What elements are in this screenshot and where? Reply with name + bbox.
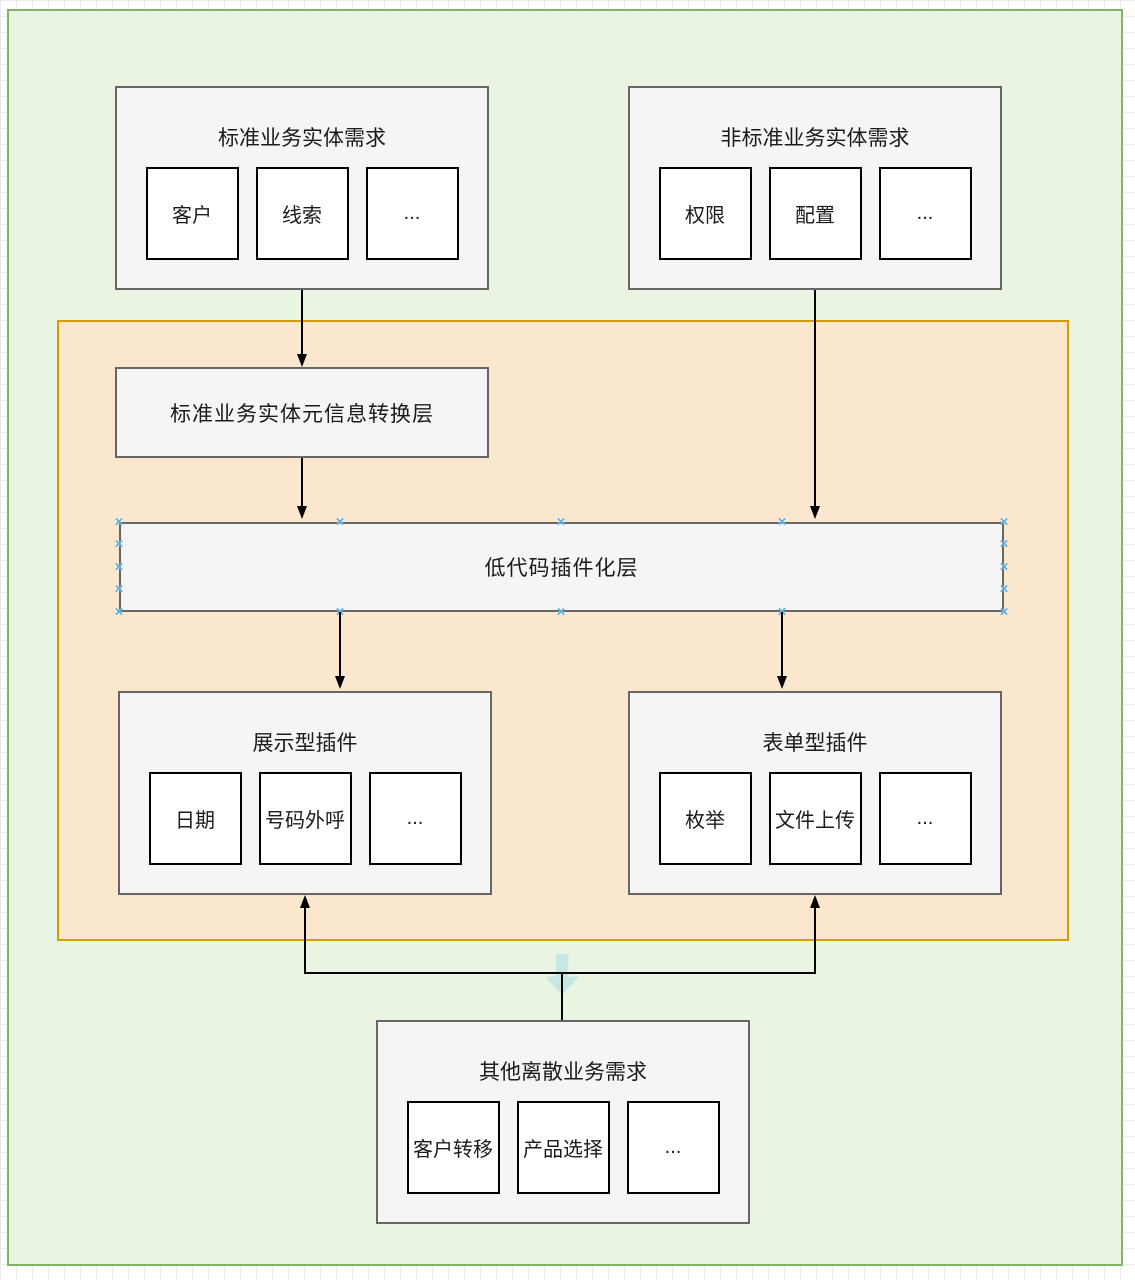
cell-standard-ellipsis[interactable]: ... [365, 167, 459, 260]
group-form-title: 表单型插件 [762, 732, 868, 755]
cell-other-ellipsis[interactable]: ... [626, 1101, 720, 1194]
connection-point-icon[interactable]: × [999, 558, 1009, 576]
arrowhead-down-icon [297, 354, 307, 367]
cell-product-select-label: 产品选择 [523, 1139, 603, 1161]
connector-line [814, 290, 816, 507]
cell-nonstandard-ellipsis[interactable]: ... [878, 167, 972, 260]
cell-enum[interactable]: 枚举 [658, 772, 752, 865]
group-nonstandard-requirements[interactable]: 非标准业务实体需求 权限 配置 ... [628, 86, 1002, 290]
group-standard-requirements[interactable]: 标准业务实体需求 客户 线索 ... [115, 86, 489, 290]
cell-permission-label: 权限 [685, 205, 725, 227]
cell-config[interactable]: 配置 [768, 167, 862, 260]
cell-lead-label: 线索 [282, 205, 322, 227]
connection-point-icon[interactable]: × [777, 513, 787, 531]
cell-file-upload[interactable]: 文件上传 [768, 772, 862, 865]
connection-point-icon[interactable]: × [999, 513, 1009, 531]
arrowhead-up-icon [300, 895, 310, 908]
cell-product-select[interactable]: 产品选择 [516, 1101, 610, 1194]
connector-line [301, 458, 303, 507]
connection-point-icon[interactable]: × [999, 580, 1009, 598]
cell-form-ellipsis-label: ... [916, 807, 934, 829]
group-other-requirements[interactable]: 其他离散业务需求 客户转移 产品选择 ... [376, 1020, 750, 1224]
cell-customer-transfer-label: 客户转移 [413, 1139, 493, 1161]
arrowhead-down-icon [335, 676, 345, 689]
connector-line [304, 972, 816, 974]
arrowhead-down-icon [810, 506, 820, 519]
group-other-cells: 客户转移 产品选择 ... [378, 1101, 748, 1194]
group-standard-cells: 客户 线索 ... [117, 167, 487, 260]
cell-customer[interactable]: 客户 [145, 167, 239, 260]
connection-point-icon[interactable]: × [335, 513, 345, 531]
group-form-cells: 枚举 文件上传 ... [630, 772, 1000, 865]
arrowhead-down-icon [777, 676, 787, 689]
cell-permission[interactable]: 权限 [658, 167, 752, 260]
connection-point-icon[interactable]: × [114, 513, 124, 531]
cell-outbound-call[interactable]: 号码外呼 [258, 772, 352, 865]
group-standard-title: 标准业务实体需求 [218, 127, 386, 150]
connection-point-icon[interactable]: × [999, 535, 1009, 553]
group-nonstandard-title: 非标准业务实体需求 [720, 127, 910, 150]
cell-outbound-call-label: 号码外呼 [265, 810, 345, 832]
connector-line [561, 973, 563, 1020]
group-display-cells: 日期 号码外呼 ... [120, 772, 490, 865]
connection-point-icon[interactable]: × [556, 513, 566, 531]
cell-config-label: 配置 [795, 205, 835, 227]
connection-point-icon[interactable]: × [999, 603, 1009, 621]
arrowhead-up-icon [810, 895, 820, 908]
lowcode-layer-label: 低代码插件化层 [484, 557, 639, 580]
box-lowcode-plugin-layer[interactable]: 低代码插件化层 [119, 522, 1004, 612]
box-conversion-layer[interactable]: 标准业务实体元信息转换层 [115, 367, 489, 458]
group-display-plugins[interactable]: 展示型插件 日期 号码外呼 ... [118, 691, 492, 895]
connector-line [301, 290, 303, 355]
cell-display-ellipsis-label: ... [406, 807, 424, 829]
connector-line [339, 612, 341, 677]
cell-other-ellipsis-label: ... [664, 1136, 682, 1158]
group-other-title: 其他离散业务需求 [479, 1061, 647, 1084]
cell-customer-label: 客户 [172, 205, 212, 227]
cell-display-ellipsis[interactable]: ... [368, 772, 462, 865]
connector-line [814, 908, 816, 974]
group-form-plugins[interactable]: 表单型插件 枚举 文件上传 ... [628, 691, 1002, 895]
connection-point-icon[interactable]: × [114, 603, 124, 621]
connection-point-icon[interactable]: × [114, 580, 124, 598]
cell-standard-ellipsis-label: ... [403, 202, 421, 224]
cell-date[interactable]: 日期 [148, 772, 242, 865]
connection-point-icon[interactable]: × [114, 558, 124, 576]
arrowhead-down-icon [297, 506, 307, 519]
group-display-title: 展示型插件 [252, 732, 358, 755]
conversion-layer-label: 标准业务实体元信息转换层 [170, 402, 434, 426]
group-nonstandard-cells: 权限 配置 ... [630, 167, 1000, 260]
cell-enum-label: 枚举 [685, 810, 725, 832]
connector-line [304, 908, 306, 974]
cell-nonstandard-ellipsis-label: ... [916, 202, 934, 224]
cell-customer-transfer[interactable]: 客户转移 [406, 1101, 500, 1194]
cell-date-label: 日期 [175, 810, 215, 832]
cell-file-upload-label: 文件上传 [775, 810, 855, 832]
connector-line [781, 612, 783, 677]
cell-lead[interactable]: 线索 [255, 167, 349, 260]
connection-point-icon[interactable]: × [114, 535, 124, 553]
connection-point-icon[interactable]: × [556, 603, 566, 621]
cell-form-ellipsis[interactable]: ... [878, 772, 972, 865]
